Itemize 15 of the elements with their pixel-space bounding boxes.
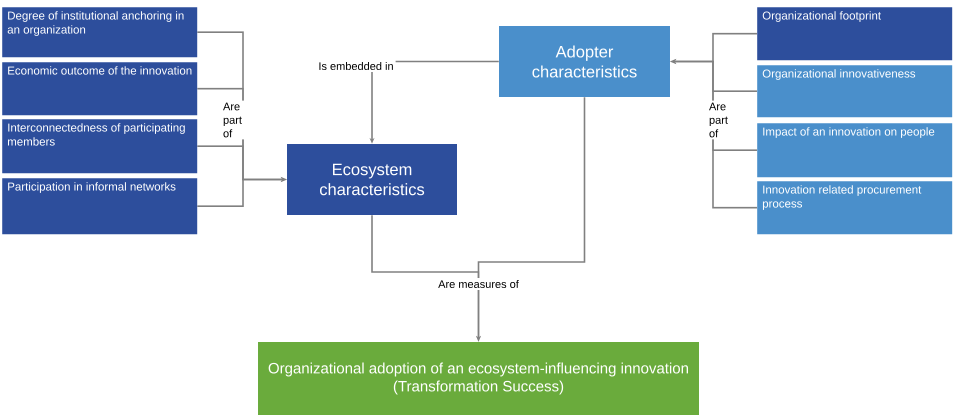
item-box: Participation in informal networks (2, 178, 198, 234)
edge-label: Are measures of (436, 278, 521, 290)
item-box: Organizational footprint (757, 7, 952, 60)
item-box: Impact of an innovation on people (757, 123, 952, 178)
edge-label: Is embedded in (316, 60, 396, 72)
edge-label: Are part of (707, 100, 737, 140)
category-box: Adopter characteristics (499, 26, 670, 97)
item-box: Degree of institutional anchoring in an organization (2, 7, 198, 58)
item-box: Innovation related procurement process (757, 181, 952, 234)
item-box: Economic outcome of the innovation (2, 62, 198, 116)
item-box: Organizational innovativeness (757, 65, 952, 118)
item-box: Interconnectedness of participating members (2, 119, 198, 174)
outcome-box: Organizational adoption of an ecosystem-influencing innovation (Transformation Success) (258, 342, 699, 415)
edge-label: Are part of (221, 100, 251, 140)
category-box: Ecosystem characteristics (287, 144, 457, 215)
